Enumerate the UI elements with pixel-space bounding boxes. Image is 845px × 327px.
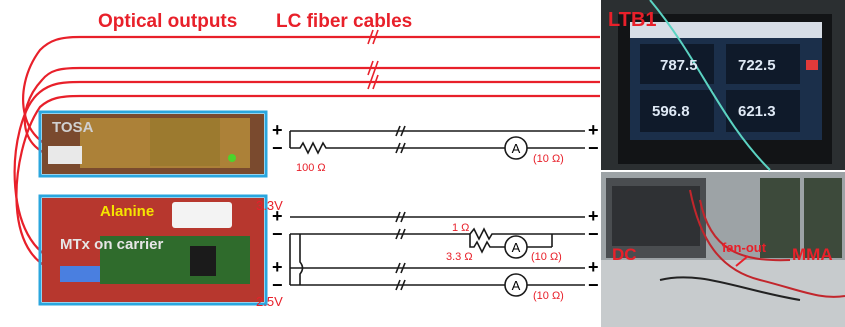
dc-supply-panel [612,186,700,246]
sign-plus: + [588,120,599,140]
tosa-box [38,110,268,178]
ltb1-readout-4: 621.3 [738,103,776,120]
lab-bench [601,260,845,327]
ltb1-status-indicator [806,60,818,70]
ammeter-mtx-1-symbol: A [512,240,521,255]
alanine-vial [172,202,232,228]
fiber-3 [13,80,600,264]
ltb1-tile-4 [726,90,800,132]
lc-fiber-cables-title: LC fiber cables [276,11,412,32]
lab-wire-2 [699,199,791,262]
sign-minus: − [272,138,283,158]
resistor-1-ohm [469,227,585,241]
ltb1-tile-3 [640,90,714,132]
voltage-3v3-label: 3.3V [256,198,283,213]
mtx-break-marks [395,211,406,291]
ammeter-tosa [504,136,528,160]
ammeter-mtx-2 [504,273,528,297]
ltb1-screen-header [630,22,822,38]
alanine-label: Alanine [100,203,154,220]
tosa-board-highlight [150,118,220,166]
ltb1-tile-1 [640,44,714,84]
lab-photo: DC fan-out MMA [601,172,845,327]
ltb1-label: LTB1 [608,9,657,31]
ammeter-mtx-2-symbol: A [512,278,521,293]
sign-plus: + [588,206,599,226]
fiber-break-marks [367,29,379,90]
lab-wire-1 [689,189,845,298]
resistor-1-label: 1 Ω [452,222,469,234]
mma-unit-1 [760,178,800,258]
mtx-chip [190,246,216,276]
tosa-connector [48,146,82,164]
tosa-supply [289,125,585,160]
ammeter-tosa-symbol: A [512,141,521,156]
ltb1-fiber-cable [649,0,771,171]
mtx-module: Alanine MTx on carrier [38,194,268,306]
sign-plus: + [272,257,283,277]
resistor-10-b-label: (10 Ω) [531,251,562,263]
terminal-signs-right: + − + − + − [588,120,599,295]
sign-plus: + [588,257,599,277]
resistor-10-a-label: (10 Ω) [533,153,564,165]
fiber-4 [15,94,600,274]
mma-unit-2 [804,178,842,258]
voltage-2v5-label: 2.5V [256,294,283,309]
mtx-connector [60,266,100,282]
sign-minus: − [588,138,599,158]
mtx-carrier-board [100,236,250,284]
ltb1-readout-1: 787.5 [660,57,698,74]
ltb1-tile-2 [726,44,800,84]
fan-out-label: fan-out [722,240,767,255]
ltb1-readout-2: 722.5 [738,57,776,74]
tosa-module: TOSA [38,110,268,178]
optical-outputs-title: Optical outputs [98,11,237,32]
tosa-label: TOSA [52,119,94,136]
fan-out-arrow [735,255,749,267]
sign-minus: − [588,224,599,244]
resistor-10-c-label: (10 Ω) [533,290,564,302]
sign-minus: − [588,275,599,295]
resistor-3-3-label: 3.3 Ω [446,251,473,263]
tosa-break-marks [395,125,406,154]
lab-wire-3 [659,276,801,301]
mtx-label: MTx on carrier [60,236,164,253]
ltb1-readout-3: 596.8 [652,103,690,120]
tosa-led [228,154,236,162]
sign-plus: + [272,120,283,140]
resistor-3-3-ohm-branch [469,234,505,254]
mtx-supply [289,211,585,297]
ammeter-mtx-1 [504,235,528,259]
ltb1-photo: LTB1 787.5 722.5 596.8 621.3 [601,0,845,171]
mtx-box [38,194,268,306]
dc-label: DC [612,245,637,264]
sign-plus: + [272,206,283,226]
mma-label: MMA [792,245,833,264]
sign-minus: − [272,275,283,295]
sign-minus: − [272,224,283,244]
resistor-100-label: 100 Ω [296,162,326,174]
tosa-minus-wire [290,141,505,155]
terminal-signs-left: + − + − + − [272,120,283,295]
